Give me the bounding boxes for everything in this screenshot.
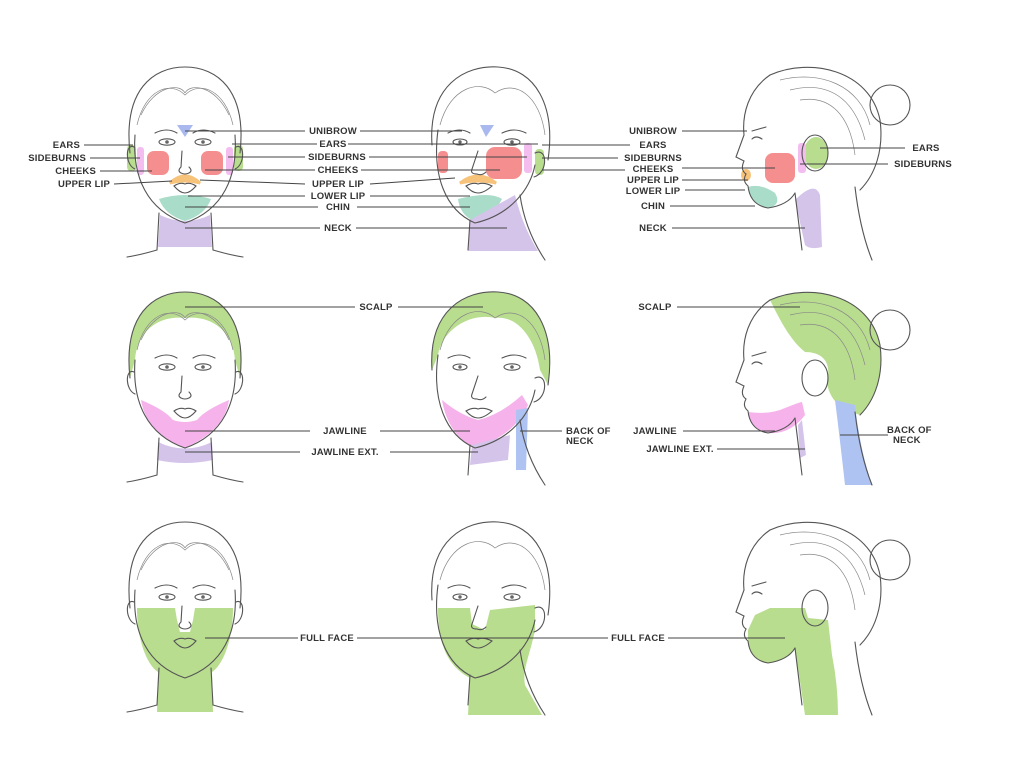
label-chin: CHIN (641, 201, 665, 212)
zone-scalp (431, 291, 550, 385)
zone-ears (535, 149, 544, 175)
zone-back-of-neck (516, 408, 528, 470)
row2-profile-head (735, 291, 911, 486)
zone-neck (158, 215, 212, 247)
label-cheeks: CHEEKS (633, 164, 674, 175)
row1-leader-lines (84, 130, 905, 229)
label-ears: EARS (53, 140, 80, 151)
zone-sideburns (226, 147, 233, 175)
label-upper-lip: UPPER LIP (58, 179, 110, 190)
zone-scalp (770, 292, 881, 415)
zone-ears (804, 137, 828, 169)
row1-front-head (126, 66, 244, 258)
row3-three-quarter-head (431, 521, 551, 716)
label-lower-lip: LOWER LIP (311, 191, 366, 202)
zone-cheeks (486, 147, 522, 179)
label-jawline: JAWLINE (633, 426, 677, 437)
zone-cheeks (765, 153, 795, 183)
label-upper-lip: UPPER LIP (627, 175, 679, 186)
label-upper-lip: UPPER LIP (312, 179, 364, 190)
label-ears: EARS (912, 143, 939, 154)
zone-chin (458, 195, 502, 221)
row3-profile-head (735, 521, 911, 716)
zone-jawline (442, 395, 528, 448)
zone-sideburns (137, 147, 144, 175)
label-back-of-neck-line1: BACK OF (566, 426, 611, 437)
label-neck: NECK (639, 223, 667, 234)
zone-back-of-neck (835, 400, 872, 485)
row3-front-head (126, 521, 244, 713)
zone-neck (795, 188, 822, 249)
label-sideburns: SIDEBURNS (28, 153, 86, 164)
row1-profile-head (735, 66, 911, 261)
row3-labels: FULL FACE FULL FACE (300, 633, 665, 644)
label-cheeks: CHEEKS (318, 165, 359, 176)
label-chin: CHIN (326, 202, 350, 213)
label-neck: NECK (324, 223, 352, 234)
label-back-of-neck-line2: NECK (893, 435, 921, 446)
label-unibrow: UNIBROW (309, 126, 357, 137)
zone-cheeks (201, 151, 223, 175)
label-full-face: FULL FACE (300, 633, 354, 644)
label-jawline-ext: JAWLINE EXT. (311, 447, 378, 458)
zone-upper-lip (459, 174, 497, 185)
zone-full-face (137, 608, 233, 712)
label-ears: EARS (319, 139, 346, 150)
zone-full-face (438, 605, 542, 715)
zone-unibrow (480, 125, 494, 137)
zone-full-face (748, 608, 838, 715)
label-scalp: SCALP (638, 302, 672, 313)
row2-three-quarter-head (431, 291, 551, 486)
row2-labels: SCALP JAWLINE JAWLINE EXT. BACK OF NECK … (311, 302, 931, 458)
label-jawline: JAWLINE (323, 426, 367, 437)
zone-cheeks (147, 151, 169, 175)
label-full-face: FULL FACE (611, 633, 665, 644)
label-jawline-ext: JAWLINE EXT. (646, 444, 713, 455)
zone-chin (159, 195, 211, 221)
row2-front-head (126, 291, 244, 483)
label-unibrow: UNIBROW (629, 126, 677, 137)
zone-ears (234, 145, 243, 171)
zone-neck (468, 195, 538, 251)
zone-upper-lip (168, 174, 202, 185)
label-back-of-neck-line2: NECK (566, 436, 594, 447)
row1-labels: EARS SIDEBURNS CHEEKS UPPER LIP UNIBROW … (28, 126, 952, 234)
zone-scalp (128, 292, 242, 378)
label-scalp: SCALP (359, 302, 393, 313)
row1-three-quarter-head (431, 66, 551, 261)
label-sideburns: SIDEBURNS (624, 153, 682, 164)
label-sideburns: SIDEBURNS (894, 159, 952, 170)
zone-jawline (141, 400, 229, 448)
label-ears: EARS (639, 140, 666, 151)
label-back-of-neck-line1: BACK OF (887, 425, 932, 436)
label-lower-lip: LOWER LIP (626, 186, 681, 197)
zone-jawline-ext (470, 435, 510, 465)
label-cheeks: CHEEKS (55, 166, 96, 177)
zone-jawline (748, 402, 805, 434)
row2-leader-lines (185, 306, 888, 453)
zone-sideburns (524, 143, 532, 173)
label-sideburns: SIDEBURNS (308, 152, 366, 163)
zone-chin (748, 185, 778, 208)
